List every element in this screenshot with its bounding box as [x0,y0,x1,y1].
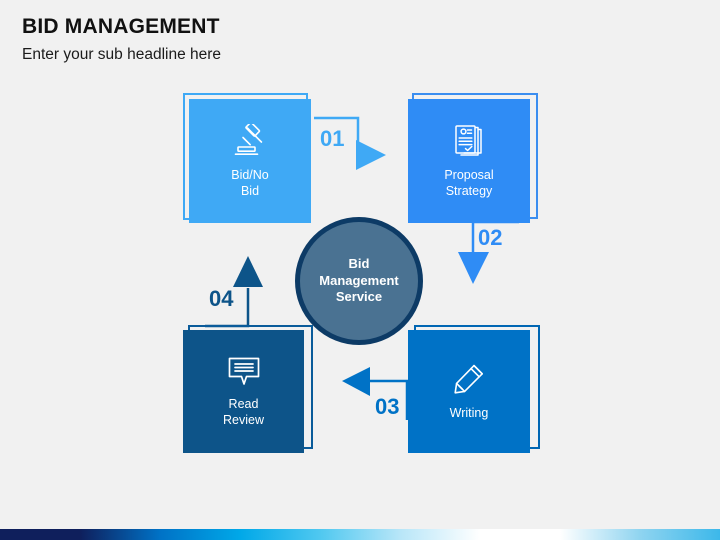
page-subtitle: Enter your sub headline here [22,46,222,64]
center-hub-label: Bid Management Service [319,255,399,305]
step-number-04: 04 [209,286,234,311]
node-body: Bid/No Bid [189,99,311,223]
documents-checklist-icon [455,124,482,156]
node-body: Writing [408,330,530,453]
step-number-02: 02 [478,225,503,250]
process-node-bid-no-bid[interactable]: Bid/No Bid [183,93,311,223]
chat-bubble-icon [228,357,259,385]
page-title: BID MANAGEMENT [22,15,220,38]
process-node-proposal-strategy[interactable]: Proposal Strategy [408,93,538,223]
node-body: Proposal Strategy [408,99,530,223]
node-label: Read Review [223,397,264,427]
header: BID MANAGEMENT Enter your sub headline h… [22,14,622,65]
node-label: Writing [449,406,489,420]
node-label: Proposal Strategy [444,167,494,198]
gavel-icon [234,123,263,155]
bottom-accent-bar [0,529,720,540]
process-node-read-review[interactable]: Read Review [183,325,313,453]
node-label: Bid/No Bid [231,167,269,198]
pencil-icon [454,364,484,394]
step-number-01: 01 [320,126,345,151]
process-node-writing[interactable]: Writing [408,325,540,453]
node-body: Read Review [183,330,304,453]
step-number-03: 03 [375,394,400,419]
center-hub[interactable]: Bid Management Service [295,217,423,345]
process-diagram: Bid/No Bid Proposal Strateg [183,93,540,453]
